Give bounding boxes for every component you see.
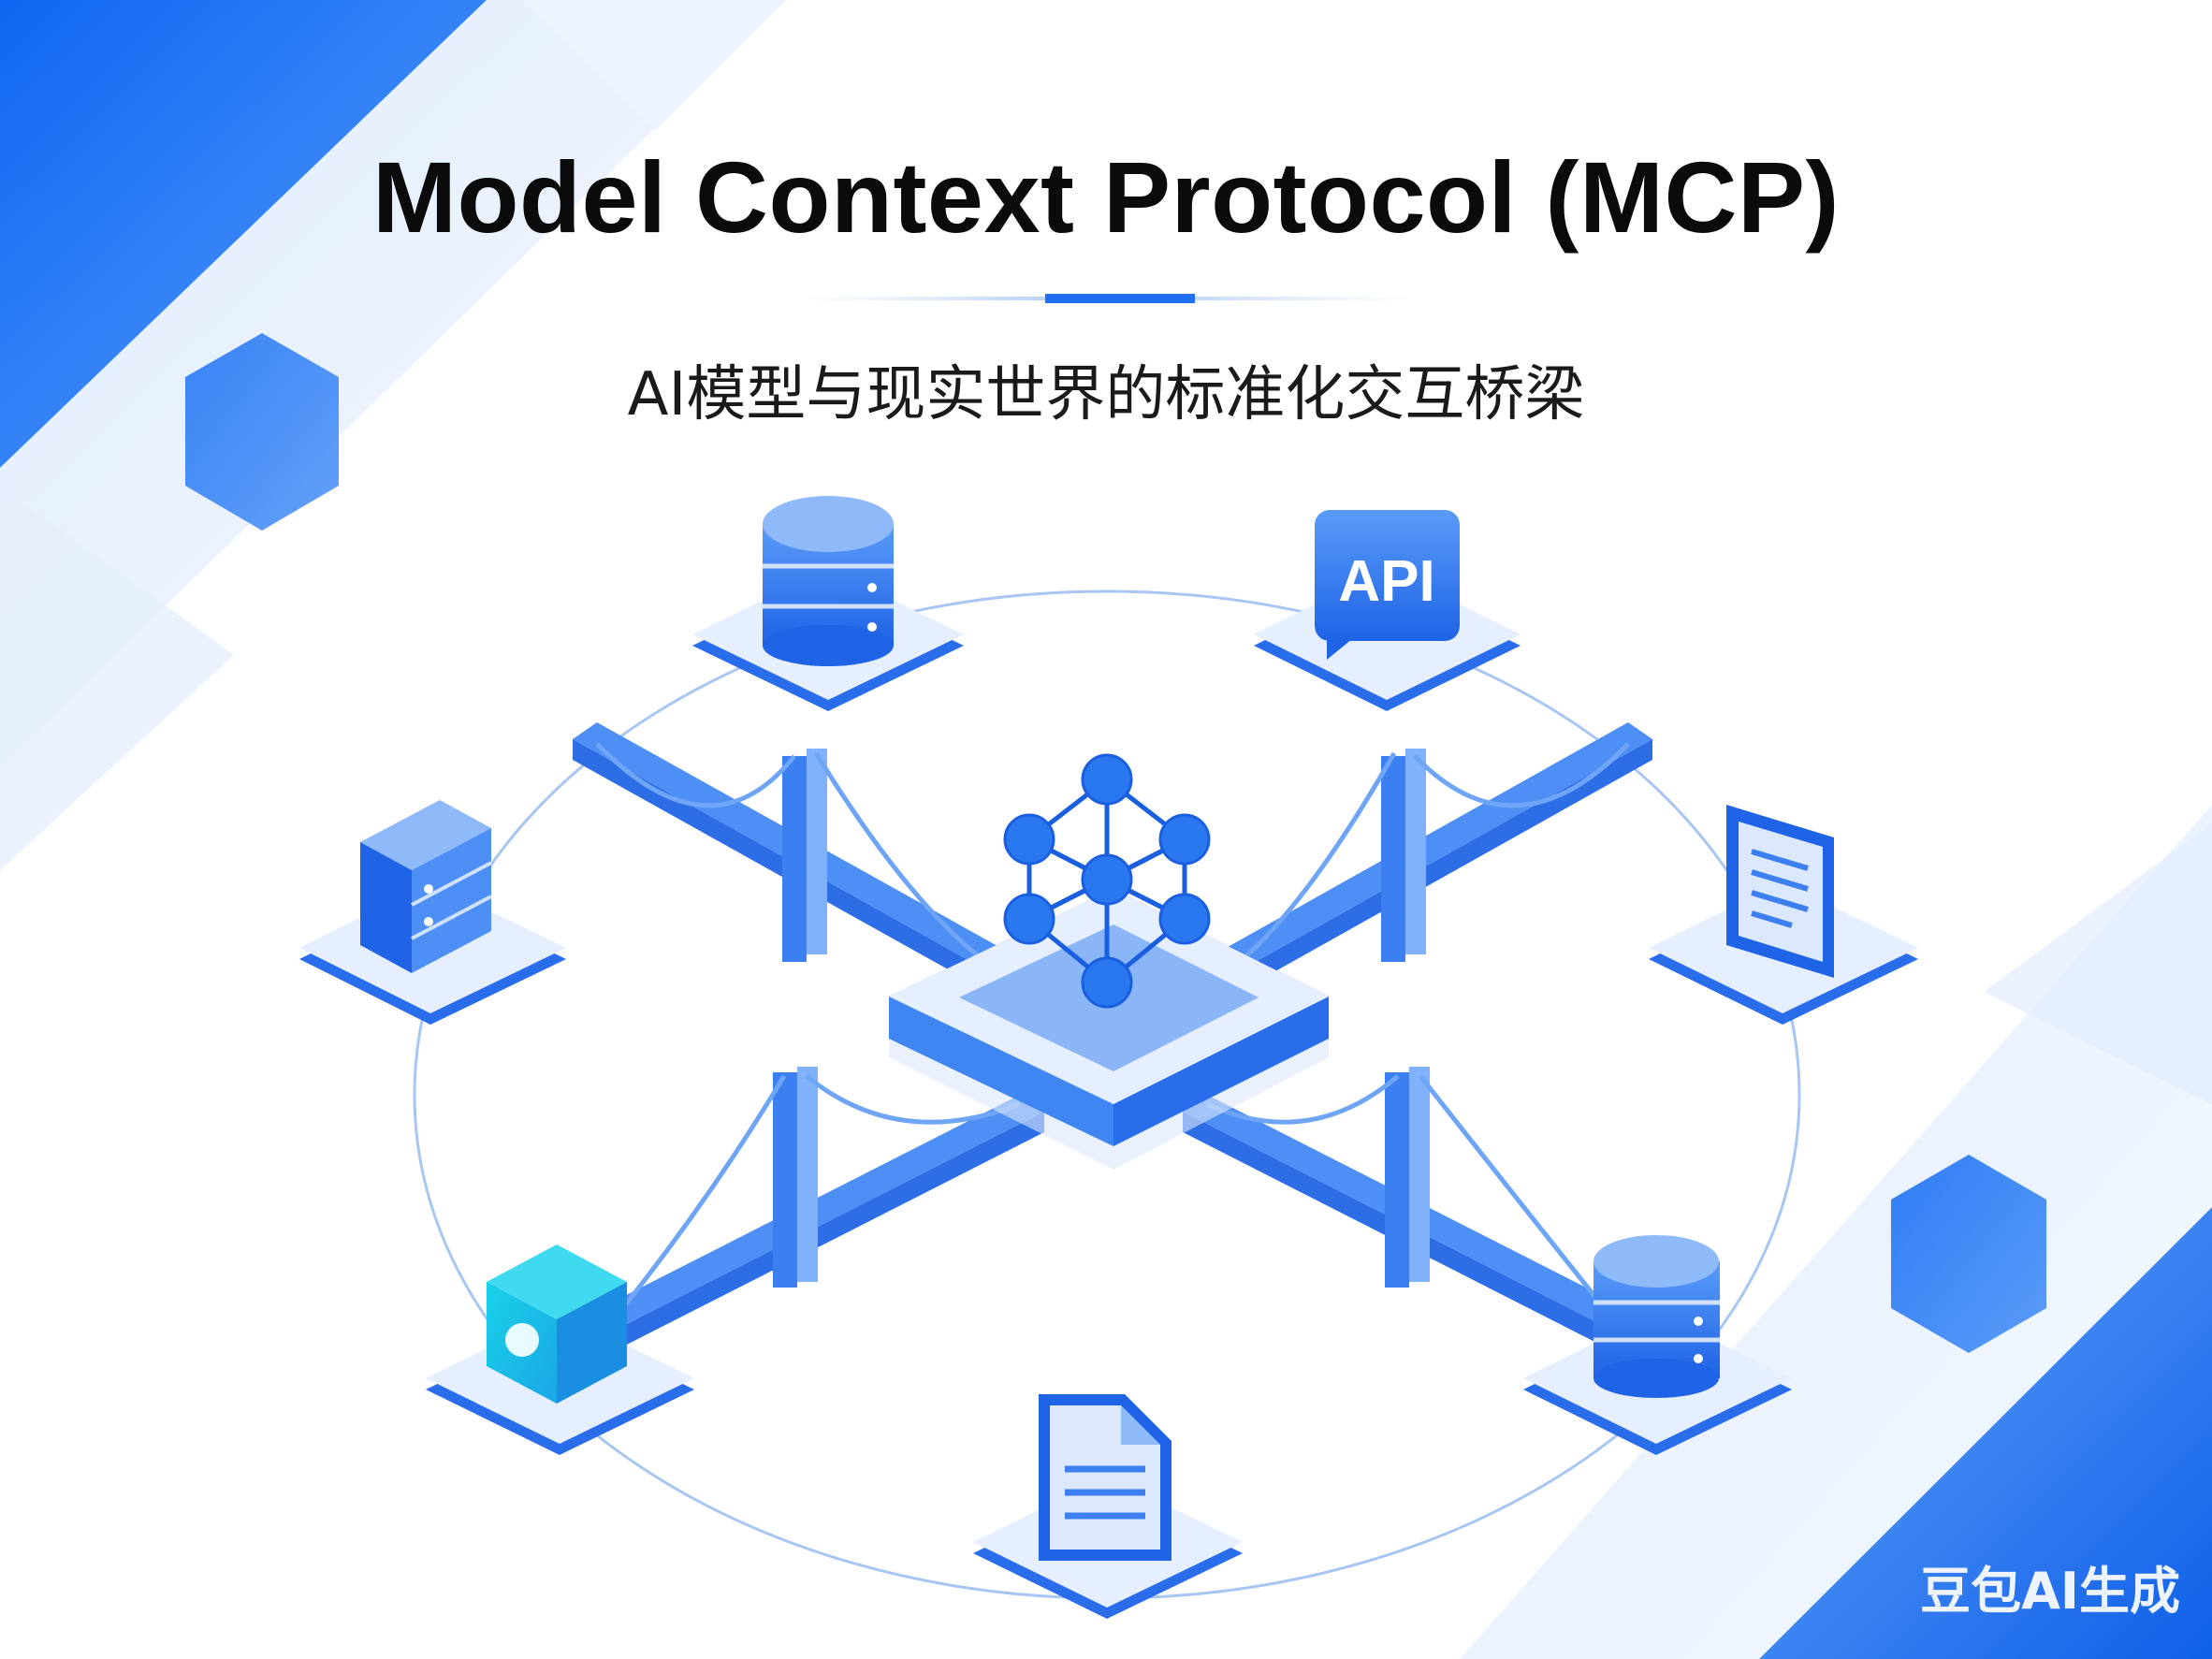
bridge-top-left <box>573 722 1029 1001</box>
bridge-bottom-left <box>593 1067 1044 1349</box>
page-title: Model Context Protocol (MCP) <box>372 140 1840 254</box>
node-top-left <box>692 496 964 711</box>
node-right <box>1649 805 1918 1025</box>
tablet-document-icon <box>1726 805 1834 978</box>
api-chat-icon: API <box>1315 510 1460 660</box>
bridge-bottom-right <box>1183 1067 1634 1349</box>
node-left <box>299 800 566 1025</box>
api-label: API <box>1338 549 1434 614</box>
hexagon-right-decoration <box>1891 1155 2046 1353</box>
server-icon <box>360 800 492 973</box>
database-icon <box>1594 1235 1720 1398</box>
file-icon <box>1039 1394 1171 1561</box>
neural-network-icon <box>1003 753 1211 1009</box>
hexagon-left-decoration <box>185 333 339 531</box>
node-bottom-right <box>1523 1235 1792 1455</box>
node-bottom-left <box>426 1244 694 1455</box>
watermark: 豆包AI生成 <box>1920 1562 2180 1621</box>
title-underline <box>795 294 1417 303</box>
cube-icon <box>487 1244 627 1404</box>
bridge-top-right <box>1198 722 1652 1001</box>
node-top-right: API <box>1254 510 1521 711</box>
node-bottom <box>973 1394 1243 1619</box>
page-subtitle: AI模型与现实世界的标准化交互桥梁 <box>627 360 1585 429</box>
database-icon <box>763 496 894 666</box>
